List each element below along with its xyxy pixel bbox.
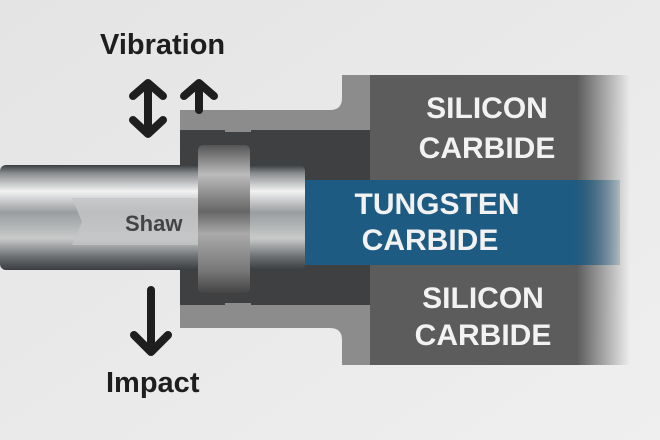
vibration-up-arrow-icon xyxy=(180,79,218,114)
impact-down-arrow-icon xyxy=(130,286,172,356)
vibration-double-arrow-icon xyxy=(129,79,167,138)
top-layer-label-2: CARBIDE xyxy=(419,132,556,165)
collar xyxy=(198,145,250,293)
middle-layer-label-2: CARBIDE xyxy=(362,224,499,257)
housing-lip-top xyxy=(225,118,251,132)
tungsten-carbide-layer xyxy=(300,180,620,265)
shaft-label: Shaw xyxy=(125,211,183,236)
bottom-layer-label-1: SILICON xyxy=(422,282,544,315)
impact-label: Impact xyxy=(106,367,200,399)
vibration-label: Vibration xyxy=(100,29,225,61)
bottom-layer-label-2: CARBIDE xyxy=(415,319,552,352)
housing-lip-bottom xyxy=(225,303,251,317)
top-layer-label-1: SILICON xyxy=(426,92,548,125)
middle-layer-label-1: TUNGSTEN xyxy=(355,188,520,221)
shaft-flat xyxy=(72,198,200,245)
